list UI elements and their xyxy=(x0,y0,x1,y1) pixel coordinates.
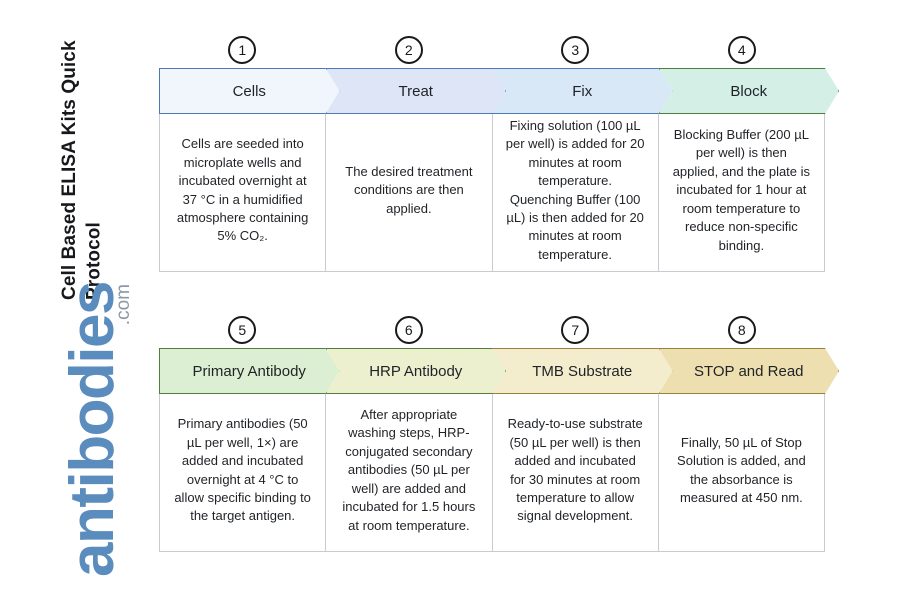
step-chevron-label: Fix xyxy=(572,82,593,100)
step-chevron-label: Cells xyxy=(232,82,266,100)
step-chevron-3[interactable]: Fix xyxy=(492,68,673,114)
protocol-row-2: 5 6 7 8 Primary Antibody HRP Antibody TMB Sub… xyxy=(159,316,841,552)
document-title-block: Cell Based ELISA Kits Quick Protocol xyxy=(0,0,150,300)
step-chevron-label: HRP Antibody xyxy=(369,362,463,380)
step-chevron-6[interactable]: HRP Antibody xyxy=(326,348,507,394)
step-description-card-3: Fixing solution (100 µL per well) is add… xyxy=(493,114,659,271)
step-number-4: 4 xyxy=(727,36,756,64)
step-description-text: Ready-to-use substrate (50 µL per well) … xyxy=(507,416,643,524)
logo-wordmark: antibodies xyxy=(58,282,127,578)
step-description-card-4: Blocking Buffer (200 µL per well) is the… xyxy=(659,114,824,271)
step-number-2: 2 xyxy=(394,36,423,64)
chevron-band-1: Cells Treat Fix Block xyxy=(159,68,841,114)
description-card-group-1: Cells are seeded into microplate wells a… xyxy=(159,114,825,272)
step-description-card-8: Finally, 50 µL of Stop Solution is added… xyxy=(659,394,824,551)
chevron-band-2: Primary Antibody HRP Antibody TMB Substrat… xyxy=(159,348,841,394)
step-description-card-7: Ready-to-use substrate (50 µL per well) … xyxy=(493,394,659,551)
step-number-3: 3 xyxy=(561,36,590,64)
step-number-1: 1 xyxy=(228,36,257,64)
step-chevron-label: STOP and Read xyxy=(693,362,804,380)
step-description-card-6: After appropriate washing steps, HRP-con… xyxy=(326,394,493,551)
step-description-text: Finally, 50 µL of Stop Solution is added… xyxy=(677,434,806,505)
step-chevron-8[interactable]: STOP and Read xyxy=(659,348,840,394)
step-chevron-label: TMB Substrate xyxy=(532,362,633,380)
step-number-group-1: 1 2 3 4 xyxy=(159,36,825,68)
antibodies-logo: antibodies .com xyxy=(22,282,147,582)
step-chevron-label: Block xyxy=(730,82,768,100)
page-title: Cell Based ELISA Kits Quick Protocol xyxy=(59,40,105,300)
step-description-card-1: Cells are seeded into microplate wells a… xyxy=(160,114,327,271)
step-chevron-4[interactable]: Block xyxy=(659,68,840,114)
step-chevron-1[interactable]: Cells xyxy=(159,68,340,114)
step-description-text: Blocking Buffer (200 µL per well) is the… xyxy=(672,126,811,253)
step-description-card-5: Primary antibodies (50 µL per well, 1×) … xyxy=(160,394,327,551)
step-number-group-2: 5 6 7 8 xyxy=(159,316,825,348)
step-number-6: 6 xyxy=(394,316,423,344)
step-chevron-7[interactable]: TMB Substrate xyxy=(492,348,673,394)
step-description-text: Cells are seeded into microplate wells a… xyxy=(176,136,309,244)
protocol-row-1: 1 2 3 4 Cells Treat Fix Block Cells are seeded… xyxy=(159,36,841,272)
step-chevron-2[interactable]: Treat xyxy=(326,68,507,114)
step-number-7: 7 xyxy=(561,316,590,344)
step-description-text: Fixing solution (100 µL per well) is add… xyxy=(505,117,645,262)
step-number-8: 8 xyxy=(727,316,756,344)
step-description-text: After appropriate washing steps, HRP-con… xyxy=(342,406,476,533)
logo-domain-suffix: .com xyxy=(113,284,134,326)
step-chevron-label: Primary Antibody xyxy=(192,362,306,380)
step-chevron-5[interactable]: Primary Antibody xyxy=(159,348,340,394)
step-description-text: Primary antibodies (50 µL per well, 1×) … xyxy=(174,416,311,524)
step-description-text: The desired treatment conditions are the… xyxy=(345,163,473,216)
step-chevron-label: Treat xyxy=(398,82,433,100)
description-card-group-2: Primary antibodies (50 µL per well, 1×) … xyxy=(159,394,825,552)
step-description-card-2: The desired treatment conditions are the… xyxy=(326,114,493,271)
step-number-5: 5 xyxy=(228,316,257,344)
